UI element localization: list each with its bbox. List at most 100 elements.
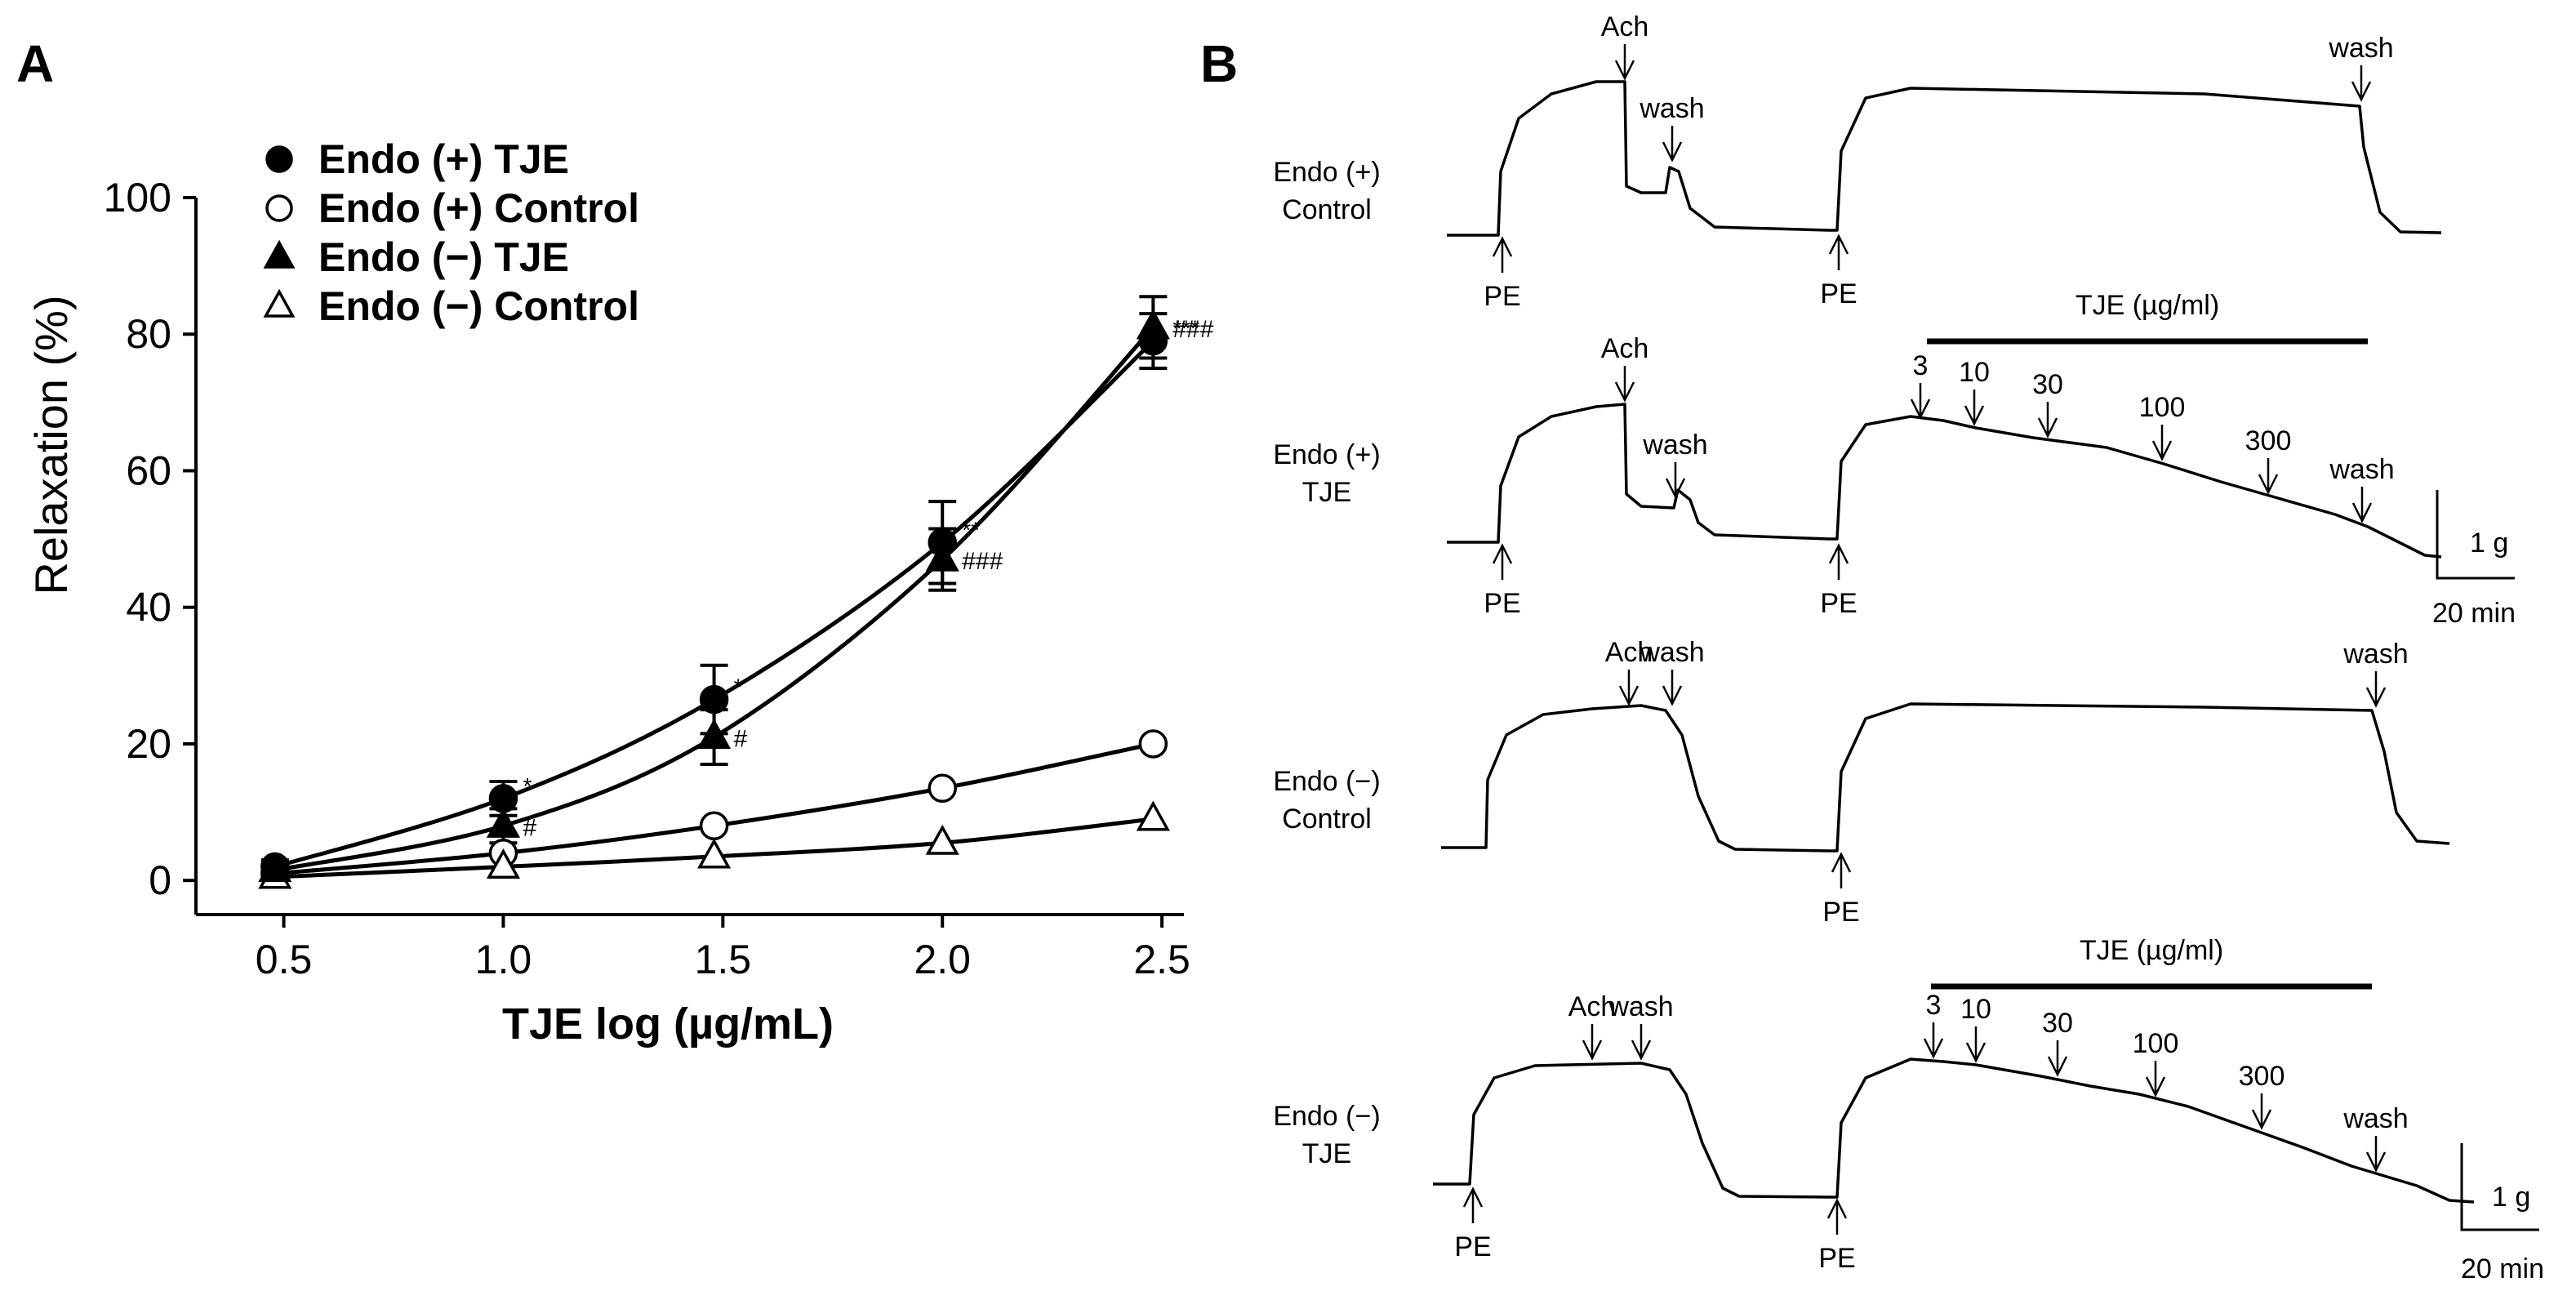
x-tick-label: 2.0	[914, 937, 971, 982]
scale-bar-y-label: 1 g	[2470, 528, 2508, 559]
event-arrow	[1492, 236, 1513, 273]
scale-bar-y-label: 1 g	[2492, 1182, 2530, 1213]
significance-mark: *	[734, 674, 743, 700]
fit-curves	[274, 326, 1155, 879]
svg-text:300: 300	[2245, 425, 2292, 456]
tension-trace	[1447, 403, 2442, 559]
event-arrow	[2047, 1040, 2068, 1077]
svg-text:30: 30	[2032, 369, 2063, 400]
trace-label: Control	[1282, 804, 1372, 835]
tension-trace	[1441, 702, 2450, 853]
significance-mark: #	[734, 726, 748, 753]
event-arrow	[1462, 1186, 1484, 1223]
y-tick-label: 0	[149, 857, 171, 903]
data-point-series-1	[1138, 729, 1168, 759]
event-arrow	[2365, 671, 2387, 708]
event-arrow	[1662, 670, 1683, 706]
svg-text:Ach: Ach	[1601, 333, 1649, 364]
trace-annotation: Ach	[1601, 333, 1649, 403]
event-arrow	[1828, 234, 1849, 270]
svg-text:100: 100	[2133, 1028, 2179, 1059]
trace-annotation: 30	[2042, 1008, 2073, 1077]
event-arrow	[2258, 458, 2279, 495]
trace-label: Control	[1282, 194, 1372, 225]
error-bars	[260, 295, 1168, 879]
trace-annotation: 300	[2245, 425, 2292, 495]
tension-trace	[1447, 80, 2442, 237]
event-arrow	[1614, 366, 1635, 403]
trace-label: TJE	[1302, 477, 1351, 508]
trace-annotation: Ach	[1605, 637, 1653, 706]
svg-text:10: 10	[1959, 357, 1990, 388]
event-arrow	[1828, 543, 1849, 580]
trace-annotation: 10	[1960, 994, 1991, 1063]
y-axis-label: Relaxation (%)	[25, 295, 77, 594]
event-arrow	[2251, 1093, 2272, 1130]
legend-label-0: Endo (+) TJE	[318, 136, 569, 182]
trace-label: Endo (+)	[1273, 157, 1380, 188]
legend-marker-2	[263, 239, 296, 269]
fit-curve-series-2	[274, 326, 1155, 873]
legend-label-1: Endo (+) Control	[318, 185, 639, 231]
svg-text:Ach: Ach	[1605, 637, 1653, 668]
data-markers	[258, 309, 1170, 889]
event-arrow	[2145, 1061, 2166, 1097]
svg-text:3: 3	[1913, 350, 1929, 381]
trace-annotation: 100	[2133, 1028, 2179, 1097]
significance-mark: ###	[1172, 316, 1213, 343]
event-arrow	[1831, 852, 1852, 888]
data-point-series-2	[697, 719, 732, 750]
svg-text:wash: wash	[2342, 639, 2408, 670]
data-point-series-3	[1136, 800, 1170, 831]
trace-annotation: Ach	[1568, 991, 1616, 1061]
legend-marker-1	[265, 194, 293, 222]
svg-text:30: 30	[2042, 1008, 2073, 1039]
significance-mark: ###	[962, 548, 1003, 575]
trace-annotation: wash	[2342, 639, 2409, 708]
event-arrow	[1923, 1022, 1944, 1059]
event-arrow	[1492, 543, 1513, 580]
event-arrow	[2151, 425, 2173, 461]
trace-annotation: Ach	[1601, 11, 1648, 81]
trace-label: TJE	[1302, 1138, 1351, 1169]
data-point-series-2	[925, 541, 959, 572]
data-point-series-3	[925, 824, 959, 855]
legend-marker-3	[263, 288, 296, 318]
data-point-series-1	[699, 811, 729, 841]
trace-annotation: wash	[1642, 430, 1708, 499]
scale-bar-x-label: 20 min	[2461, 1253, 2544, 1284]
event-arrow	[1965, 1026, 1987, 1063]
trace-annotation: PE	[1818, 1198, 1856, 1274]
svg-text:wash: wash	[1639, 637, 1704, 668]
svg-text:PE: PE	[1820, 278, 1857, 309]
event-arrow	[1910, 383, 1931, 420]
significance-mark: ***	[1172, 316, 1199, 341]
svg-text:wash: wash	[1639, 93, 1704, 124]
trace-annotation: wash	[2329, 454, 2395, 523]
trace-label: Endo (−)	[1273, 766, 1380, 797]
trace-annotation: PE	[1822, 852, 1860, 928]
data-point-series-2	[1136, 309, 1170, 340]
svg-text:PE: PE	[1818, 1243, 1855, 1274]
tension-trace	[1433, 1057, 2475, 1204]
significance-marks: *******########	[523, 316, 1213, 842]
trace-annotation: PE	[1484, 543, 1521, 619]
svg-text:PE: PE	[1454, 1231, 1491, 1262]
event-arrow	[1618, 670, 1639, 706]
event-arrow	[1662, 126, 1683, 162]
x-axis-label: TJE log (µg/mL)	[502, 999, 834, 1048]
trace-annotation: wash	[1639, 637, 1705, 706]
x-tick-label: 0.5	[256, 937, 313, 982]
trace-annotation: PE	[1454, 1186, 1492, 1262]
y-tick-label: 60	[126, 447, 171, 493]
trace-label: Endo (−)	[1273, 1101, 1380, 1132]
fit-curve-series-0	[274, 339, 1155, 869]
svg-text:PE: PE	[1820, 588, 1857, 619]
trace-annotation: 300	[2239, 1061, 2285, 1130]
event-arrow	[2037, 402, 2058, 439]
